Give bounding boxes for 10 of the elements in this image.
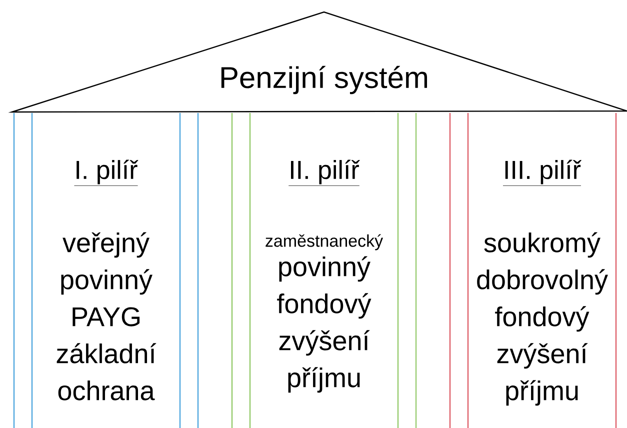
pillar <box>14 112 198 428</box>
pillar <box>450 112 616 428</box>
pillar-text: soukromý dobrovolný fondový zvýšení příjmu <box>477 232 608 406</box>
pillar-text: veřejný povinný PAYG základní ochrana <box>56 232 156 400</box>
pillar-text: zaměstnanecký <box>266 234 383 250</box>
pillar-heading: III. pilíř <box>502 160 582 186</box>
pillar-text: povinný fondový zvýšení příjmu <box>277 256 372 393</box>
pillar-heading: II. pilíř <box>288 160 360 186</box>
pillar <box>232 112 416 428</box>
pillar-heading: I. pilíř <box>74 160 138 186</box>
